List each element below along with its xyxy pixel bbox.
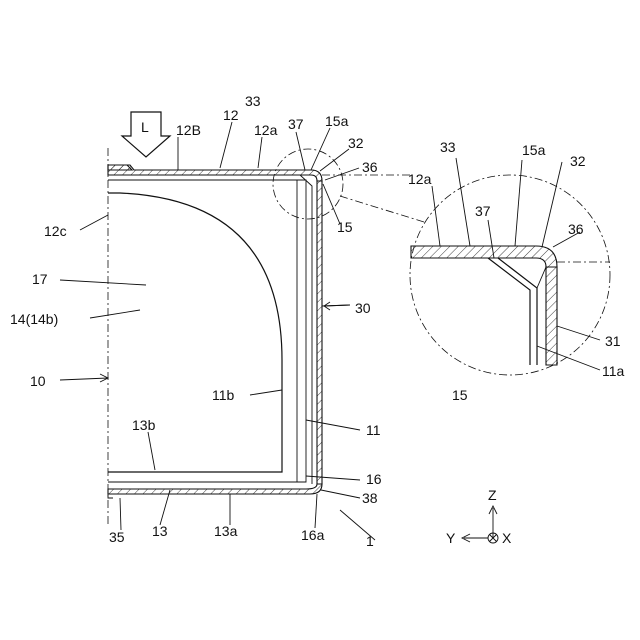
detail-label-11a: 11a bbox=[602, 363, 625, 379]
detail-label-15a: 15a bbox=[522, 142, 546, 158]
axis-label-y: Y bbox=[446, 530, 456, 546]
top-wall-12a bbox=[108, 165, 322, 181]
label-1: 1 bbox=[366, 533, 374, 549]
side-wall-11a bbox=[317, 181, 322, 484]
axis-label-z: Z bbox=[488, 487, 497, 503]
label-38: 38 bbox=[362, 490, 378, 506]
label-12B: 12B bbox=[176, 122, 201, 138]
label-37: 37 bbox=[288, 116, 304, 132]
detail-inner-plate-37 bbox=[488, 258, 537, 365]
label-12c: 12c bbox=[44, 223, 67, 239]
detail-label-32: 32 bbox=[570, 153, 586, 169]
detail-label-37: 37 bbox=[475, 203, 491, 219]
detail-label-12a: 12a bbox=[408, 171, 432, 187]
label-17: 17 bbox=[32, 271, 48, 287]
label-36: 36 bbox=[362, 159, 378, 175]
label-11: 11 bbox=[366, 422, 381, 438]
bottom-wall-13a bbox=[108, 484, 322, 494]
label-13: 13 bbox=[152, 523, 168, 539]
detail-top-wall bbox=[411, 246, 557, 267]
label-13b: 13b bbox=[132, 417, 156, 433]
axis-label-x: X bbox=[502, 530, 512, 546]
label-32: 32 bbox=[348, 135, 364, 151]
label-10: 10 bbox=[30, 373, 46, 389]
detail-leader-line bbox=[340, 196, 424, 222]
label-16: 16 bbox=[366, 471, 382, 487]
inner-container-16 bbox=[108, 180, 306, 482]
detail-label-33: 33 bbox=[440, 139, 456, 155]
label-15a: 15a bbox=[325, 113, 349, 129]
detail-inner-line bbox=[537, 267, 546, 288]
detail-label-36: 36 bbox=[568, 221, 584, 237]
detail-circle-small bbox=[273, 149, 343, 219]
leader-lines bbox=[60, 122, 600, 540]
label-13a: 13a bbox=[214, 523, 238, 539]
label-30: 30 bbox=[355, 300, 371, 316]
detail-label-31: 31 bbox=[605, 333, 621, 349]
bottom-wall-foot bbox=[108, 494, 113, 498]
label-11b: 11b bbox=[212, 387, 235, 403]
label-33: 33 bbox=[245, 93, 261, 109]
label-35: 35 bbox=[109, 529, 125, 545]
arrow-30 bbox=[324, 302, 350, 310]
label-16a: 16a bbox=[301, 527, 325, 543]
label-15: 15 bbox=[337, 219, 353, 235]
top-wall-bump bbox=[108, 165, 132, 170]
label-L: L bbox=[141, 119, 149, 135]
coordinate-axes bbox=[462, 506, 498, 543]
detail-label-15: 15 bbox=[452, 387, 468, 403]
label-12a: 12a bbox=[254, 122, 278, 138]
label-14-14b: 14(14b) bbox=[10, 311, 58, 327]
label-12: 12 bbox=[223, 107, 239, 123]
